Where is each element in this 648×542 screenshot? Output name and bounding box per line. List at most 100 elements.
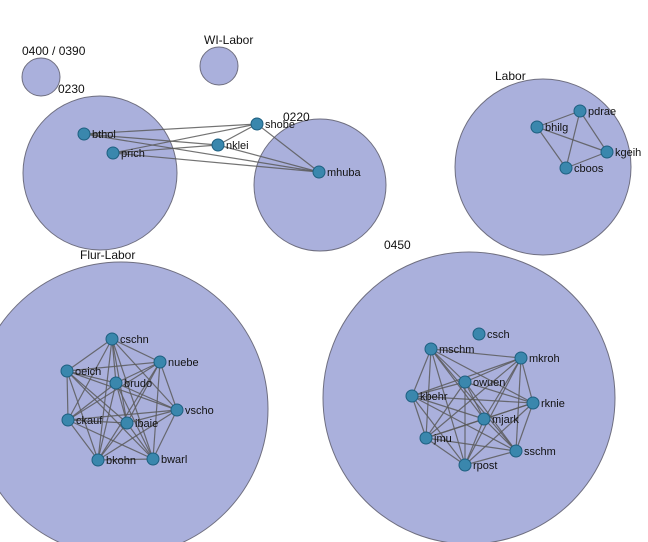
edge-nklei-mhuba [217,144,320,173]
edge-brudo-ibaie [115,382,128,424]
node-label-bhilg: bhilg [545,122,568,134]
edge-mkroh-owuen [464,357,522,383]
node-label-csch: csch [487,329,510,341]
node-nuebe[interactable] [153,355,167,369]
edge-shobe-mhuba [256,123,320,173]
node-vscho[interactable] [170,403,184,417]
edge-oeich-vscho [66,370,178,411]
edge-jmu-sschm [425,437,517,452]
group-circle-g0450[interactable] [322,251,616,542]
group-label-g0450: 0450 [384,238,411,252]
edge-kgeih-cboos [565,151,608,169]
node-sschm[interactable] [509,444,523,458]
node-label-oeich: oeich [75,366,101,378]
node-kbehr[interactable] [405,389,419,403]
edge-cschn-bkohn [97,338,113,461]
node-cschn[interactable] [105,332,119,346]
node-rknie[interactable] [526,396,540,410]
edge-nklei-shobe [217,123,258,146]
group-label-g0230: 0230 [58,82,85,96]
edge-mschm-jmu [425,348,432,439]
edge-mschm-kbehr [411,348,432,397]
node-nklei[interactable] [211,138,225,152]
edge-nuebe-brudo [115,361,161,384]
edge-sschm-rpost [464,450,517,466]
node-label-mjark: mjark [492,414,519,426]
node-label-bthol: bthol [92,129,116,141]
edge-oeich-ckauf [66,370,69,421]
edge-ibaie-bkohn [97,422,128,461]
group-label-gwi: WI-Labor [204,33,253,47]
node-label-brudo: brudo [124,378,152,390]
node-ibaie[interactable] [120,416,134,430]
edge-kbehr-sschm [411,395,517,452]
edge-prich-nklei [112,144,219,154]
node-brudo[interactable] [109,376,123,390]
edge-brudo-ckauf [67,382,117,421]
labels-layer: 0400 / 0390WI-Labor02300220LaborFlur-Lab… [22,33,641,472]
node-owuen[interactable] [458,375,472,389]
node-kgeih[interactable] [600,145,614,159]
node-mhuba[interactable] [312,165,326,179]
node-label-bkohn: bkohn [106,455,136,467]
node-label-kgeih: kgeih [615,147,641,159]
edge-vscho-ckauf [67,409,178,421]
node-label-owuen: owuen [473,377,505,389]
node-shobe[interactable] [250,117,264,131]
edge-pdrae-cboos [565,110,581,169]
node-jmu[interactable] [419,431,433,445]
edge-kbehr-rknie [411,395,534,404]
group-circle-g0230[interactable] [22,95,178,251]
node-label-shobe: shobe [265,119,295,131]
node-label-ckauf: ckauf [76,415,103,427]
edge-oeich-brudo [66,370,117,384]
node-bthol[interactable] [77,127,91,141]
node-ckauf[interactable] [61,413,75,427]
edge-bhilg-kgeih [536,126,608,153]
edge-rknie-sschm [515,402,534,452]
edge-mkroh-rknie [520,357,534,404]
node-oeich[interactable] [60,364,74,378]
node-label-mschm: mschm [439,344,474,356]
edge-vscho-bwarl [152,409,178,460]
edge-vscho-ibaie [126,409,178,424]
node-csch[interactable] [472,327,486,341]
node-label-rpost: rpost [473,460,497,472]
edge-owuen-kbehr [411,381,466,397]
node-mjark[interactable] [477,412,491,426]
edge-mschm-mkroh [430,348,522,359]
node-label-bwarl: bwarl [161,454,187,466]
node-cboos[interactable] [559,161,573,175]
edge-prich-shobe [112,123,258,154]
edge-nuebe-ibaie [126,361,161,424]
edge-kbehr-jmu [411,395,427,439]
node-bhilg[interactable] [530,120,544,134]
node-label-rknie: rknie [541,398,565,410]
edge-brudo-vscho [115,382,178,411]
edge-mschm-rknie [430,348,534,404]
group-circle-g0400[interactable] [21,57,61,97]
node-prich[interactable] [106,146,120,160]
edge-bhilg-pdrae [536,110,581,128]
edge-kbehr-mjark [411,395,485,420]
node-bkohn[interactable] [91,453,105,467]
node-label-ibaie: ibaie [135,418,158,430]
edge-cschn-nuebe [111,338,161,363]
group-circle-gwi[interactable] [199,46,239,86]
edge-ibaie-bwarl [126,422,154,460]
node-label-sschm: sschm [524,446,556,458]
group-circle-g0220[interactable] [253,118,387,252]
node-label-mhuba: mhuba [327,167,362,179]
node-rpost[interactable] [458,458,472,472]
node-mschm[interactable] [424,342,438,356]
node-bwarl[interactable] [146,452,160,466]
edge-jmu-rpost [425,437,466,466]
edge-mjark-jmu [425,418,485,439]
edge-nuebe-bwarl [152,361,161,460]
node-mkroh[interactable] [514,351,528,365]
group-circle-glabor[interactable] [454,78,632,256]
edge-vscho-bkohn [97,409,178,461]
node-pdrae[interactable] [573,104,587,118]
edge-mjark-rpost [464,418,485,466]
node-label-cschn: cschn [120,334,149,346]
